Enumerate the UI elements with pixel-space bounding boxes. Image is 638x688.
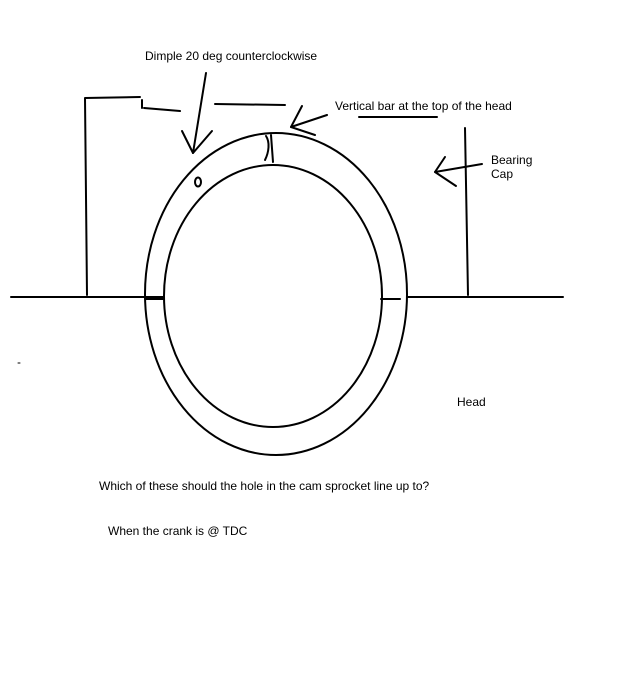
- bearing-cap-top-line: [214, 103, 286, 106]
- bearing-cap-left-stub: [143, 107, 181, 112]
- dimple-arrow-shaft: [192, 72, 207, 154]
- bearing-cap-left-post: [84, 96, 141, 296]
- vertical-bar-arrow-head: [290, 105, 316, 136]
- vertical-bar-label: Vertical bar at the top of the head: [335, 99, 512, 113]
- bearing-cap-arrow-shaft: [434, 163, 483, 173]
- question-line-1: Which of these should the hole in the ca…: [99, 479, 430, 493]
- dimple-arrow-head: [181, 130, 213, 154]
- head-label: Head: [457, 395, 486, 409]
- bearing-cap-label-line2: Cap: [491, 167, 514, 181]
- bearing-cap-label-line1: Bearing: [491, 153, 533, 167]
- vertical-bar-mark: [264, 135, 270, 161]
- dimple-mark: [194, 176, 202, 188]
- vertical-bar-arrow-shaft: [290, 114, 328, 128]
- question-line-2: When the crank is @ TDC: [108, 524, 248, 538]
- bearing-cap-label: Bearing Cap: [491, 153, 551, 181]
- bearing-cap-right-post: [464, 127, 469, 296]
- sprocket-inner-ring: [163, 164, 383, 428]
- sprocket-outer-ring: [144, 132, 408, 456]
- bearing-cap-arrow-head: [434, 156, 457, 187]
- vertical-bar-mark-2: [270, 134, 274, 163]
- dimple-label: Dimple 20 deg counterclockwise: [145, 49, 318, 63]
